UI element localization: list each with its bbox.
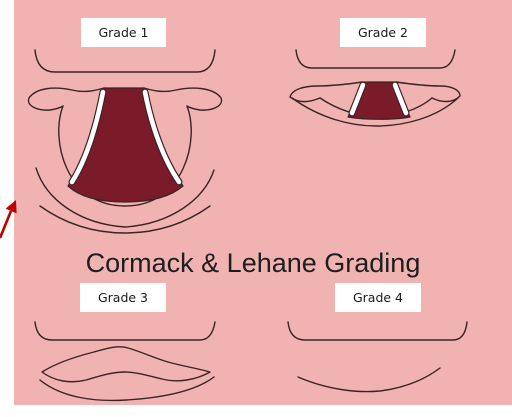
grade-2-label: Grade 2 [340, 18, 426, 47]
grade-3-label: Grade 3 [80, 283, 166, 312]
diagram-title: Cormack & Lehane Grading [86, 248, 421, 278]
grade-4-label-text: Grade 4 [353, 290, 403, 305]
grade-2-label-text: Grade 2 [358, 25, 408, 40]
grade-1-label: Grade 1 [81, 18, 166, 47]
grade-4-label: Grade 4 [335, 283, 421, 312]
grade-3-label-text: Grade 3 [98, 290, 148, 305]
grade-1-label-text: Grade 1 [98, 25, 148, 40]
diagram-background [14, 0, 512, 405]
red-arrow-shaft [0, 211, 11, 238]
